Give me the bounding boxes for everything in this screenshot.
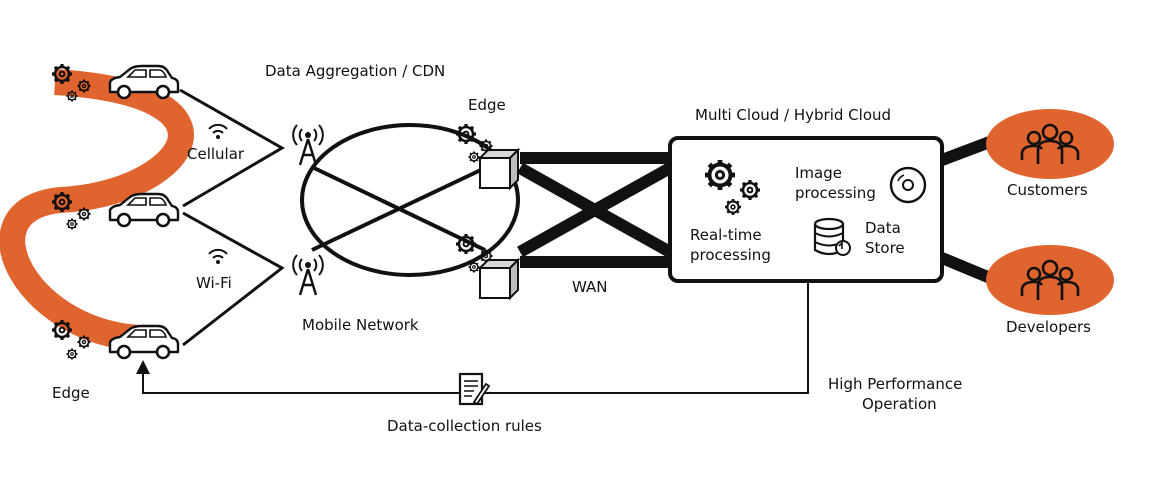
edge-bottom-label: Edge [52,384,90,402]
antenna-icon [291,253,325,297]
realtime-label-line1: Real-time [690,226,762,244]
high-performance-label-line2: Operation [862,395,937,413]
mobile-network-ring [300,123,520,277]
network-cross-links [311,165,486,252]
developers-label: Developers [1006,318,1091,336]
wifi-icon [208,248,228,265]
image-processing-label-line2: processing [795,184,876,202]
wifi-label: Wi-Fi [196,274,232,292]
realtime-label-line2: processing [690,246,771,264]
wan-links [517,152,673,268]
multi-cloud-label: Multi Cloud / Hybrid Cloud [695,106,891,124]
developers-bubble [986,245,1114,315]
cellular-label: Cellular [187,145,245,163]
edge-top-label: Edge [468,96,506,114]
disc-icon [889,166,927,204]
edge-server-icon [479,259,519,299]
wifi-icon [208,123,228,140]
data-store-label-line2: Store [865,239,905,257]
customers-bubble [986,109,1114,179]
wan-label: WAN [572,278,608,296]
car-icon [108,64,180,100]
cloud-box [668,136,944,283]
database-icon [813,217,851,256]
customers-label: Customers [1007,181,1088,199]
document-icon [458,372,491,406]
mobile-network-label: Mobile Network [302,316,419,334]
data-store-label-line1: Data [865,219,901,237]
stakeholder-links [939,134,998,286]
image-processing-label-line1: Image [795,164,842,182]
high-performance-label-line1: High Performance [828,375,962,393]
data-aggregation-label: Data Aggregation / CDN [265,62,445,80]
access-links [179,88,286,347]
arrow-head-icon [136,360,150,374]
data-collection-label: Data-collection rules [387,417,542,435]
edge-server-icon [479,149,519,189]
